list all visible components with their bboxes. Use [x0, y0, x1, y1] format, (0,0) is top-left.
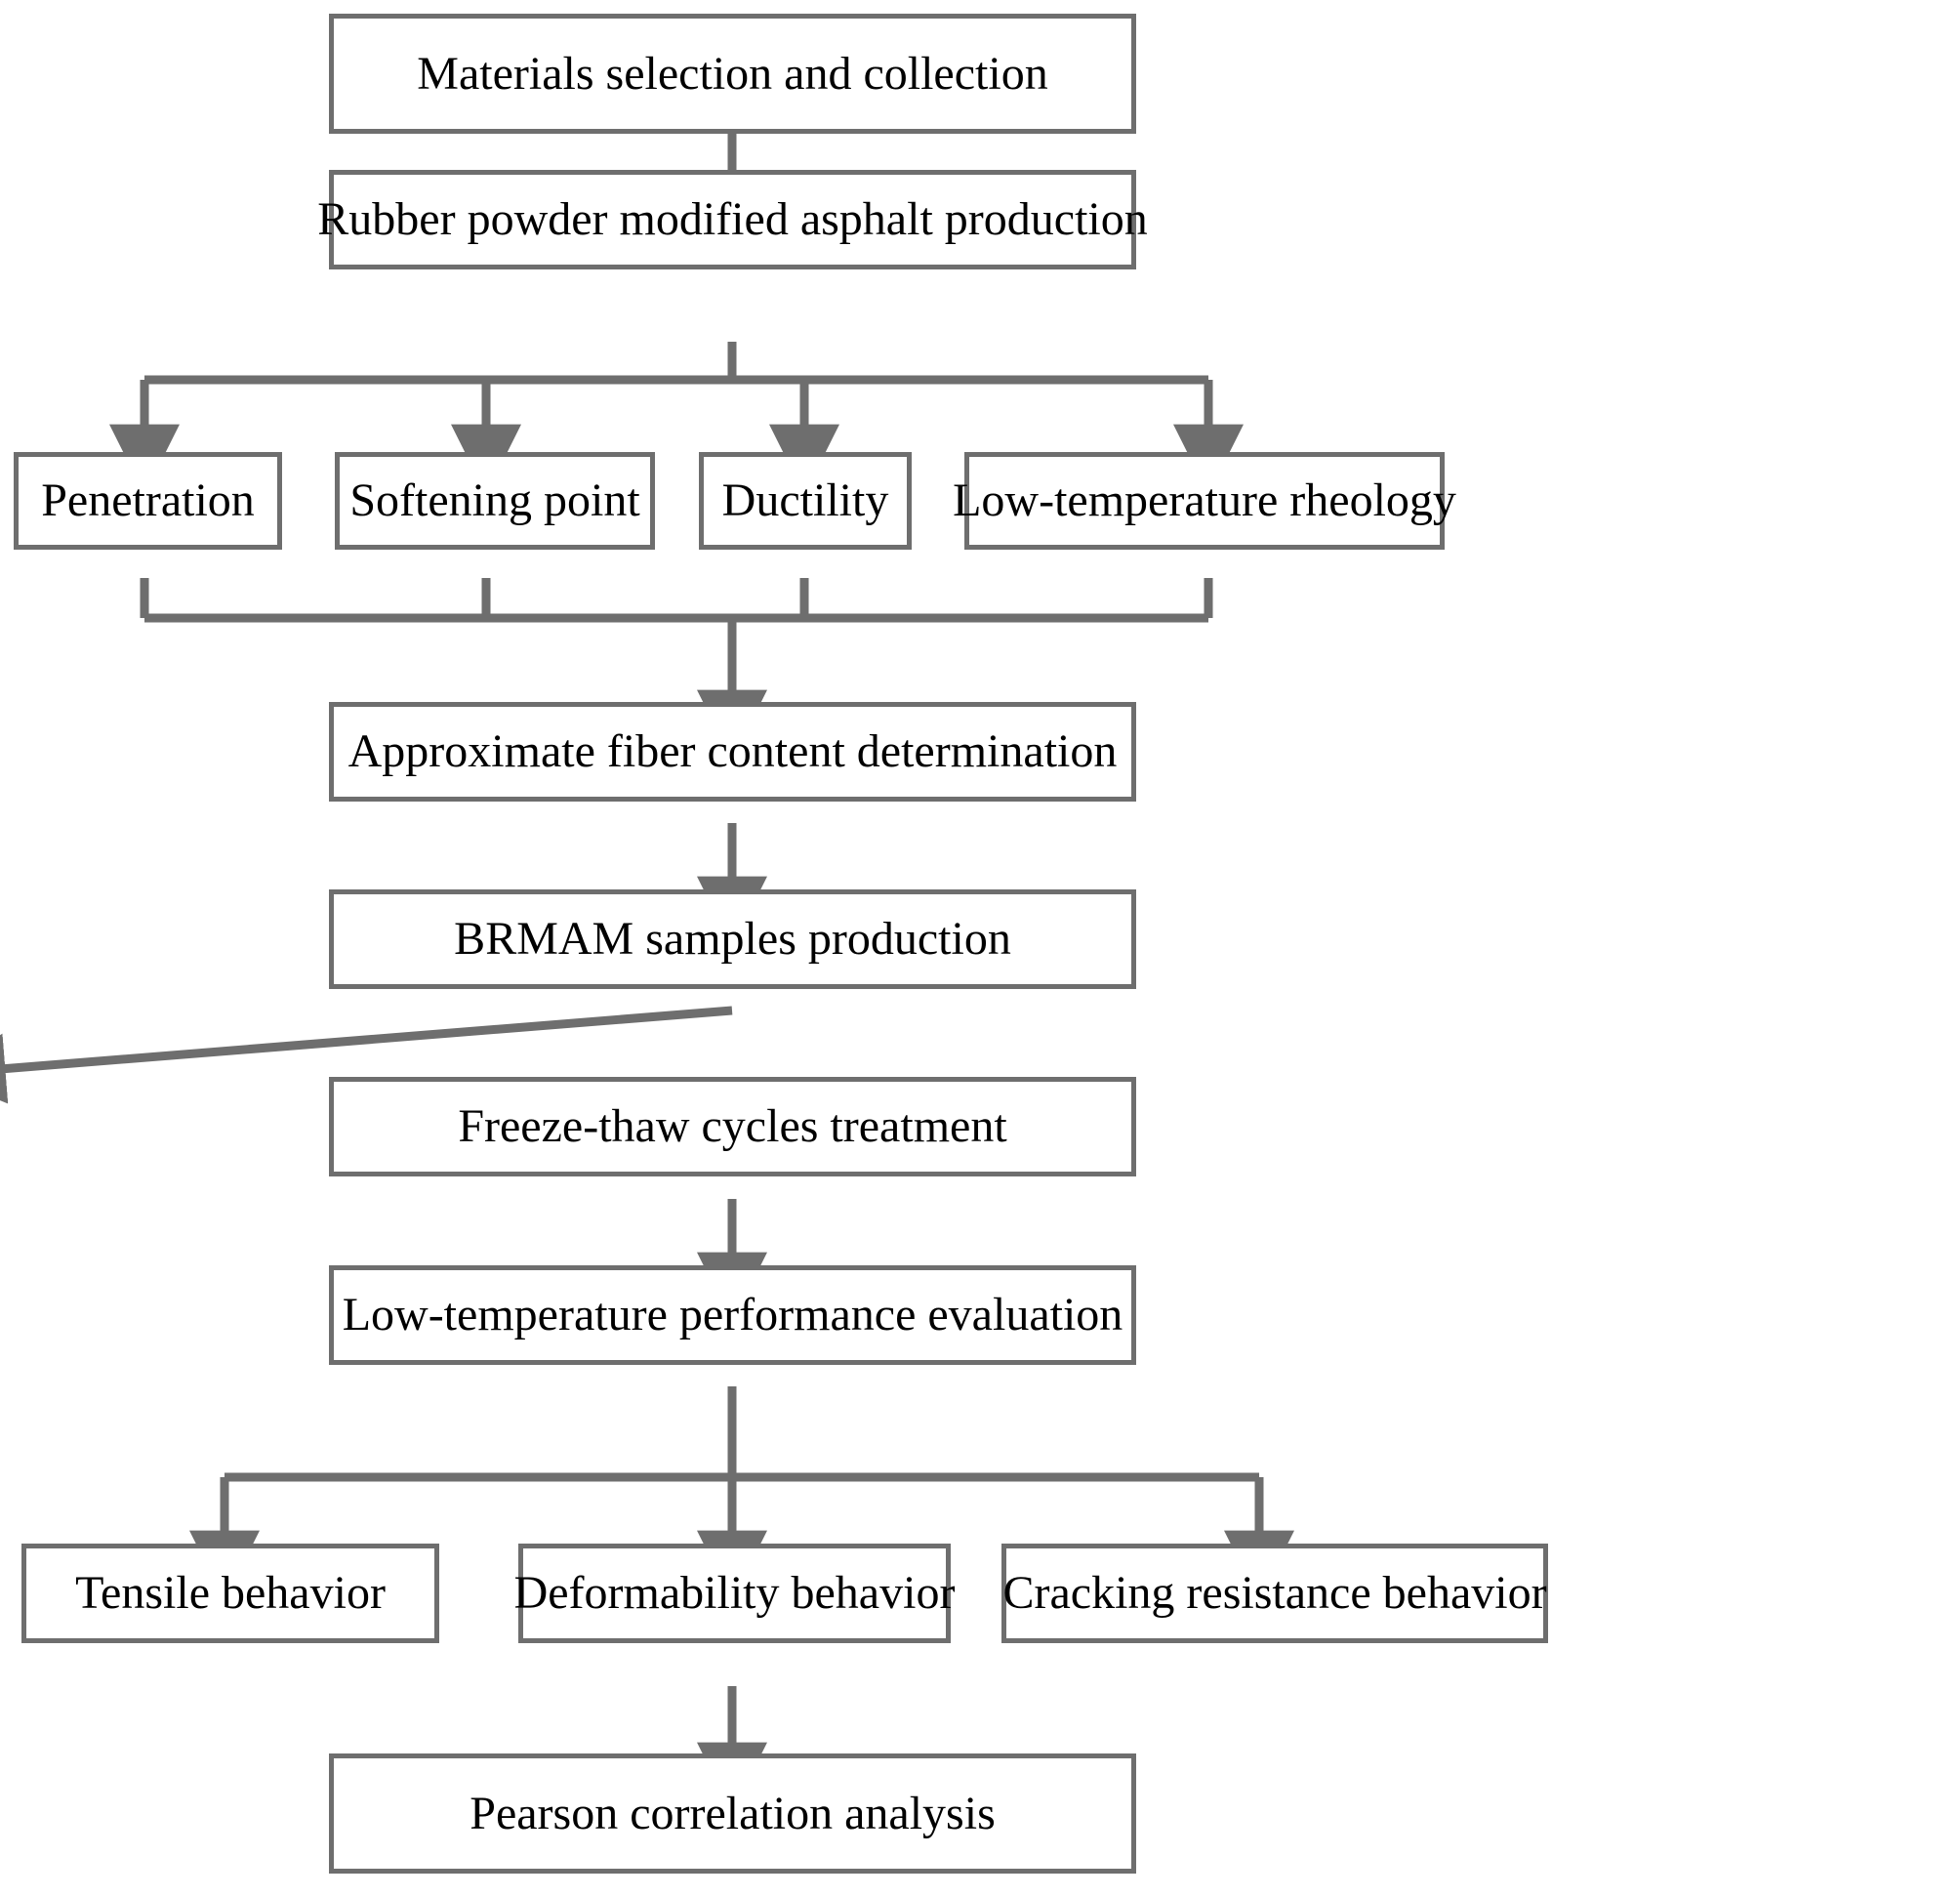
node-label: Cracking resistance behavior [1002, 1567, 1547, 1620]
node-ductility[interactable]: Ductility [699, 452, 912, 550]
node-label: Rubber powder modified asphalt productio… [317, 193, 1148, 246]
edge-lowtempeval-split [189, 1386, 1294, 1601]
node-label: Ductility [721, 474, 889, 527]
node-softening-point[interactable]: Softening point [335, 452, 655, 550]
node-pearson-correlation-analysis[interactable]: Pearson correlation analysis [329, 1753, 1136, 1874]
node-label: Approximate fiber content determination [347, 725, 1118, 778]
edge-production-split [109, 342, 1244, 495]
node-fiber-content-determination[interactable]: Approximate fiber content determination [329, 702, 1136, 802]
node-label: Low-temperature performance evaluation [342, 1289, 1123, 1341]
node-materials-selection[interactable]: Materials selection and collection [329, 14, 1136, 134]
node-label: Freeze-thaw cycles treatment [458, 1100, 1007, 1153]
node-tensile-behavior[interactable]: Tensile behavior [21, 1544, 439, 1643]
node-label: Tensile behavior [75, 1567, 386, 1620]
node-label: Penetration [41, 474, 255, 527]
node-label: Softening point [349, 474, 640, 527]
node-asphalt-production[interactable]: Rubber powder modified asphalt productio… [317, 170, 1148, 269]
node-brmam-samples-production[interactable]: BRMAM samples production [329, 889, 1136, 989]
node-label: Low-temperature rheology [953, 474, 1456, 527]
edge-brmam-to-freezethaw [0, 1006, 733, 1104]
node-label: Materials selection and collection [417, 47, 1048, 100]
node-label: BRMAM samples production [454, 913, 1011, 966]
node-label: Deformability behavior [513, 1567, 956, 1620]
node-low-temperature-rheology[interactable]: Low-temperature rheology [953, 452, 1456, 550]
node-cracking-resistance-behavior[interactable]: Cracking resistance behavior [1001, 1544, 1548, 1643]
node-freeze-thaw-cycles[interactable]: Freeze-thaw cycles treatment [329, 1077, 1136, 1176]
node-penetration[interactable]: Penetration [14, 452, 282, 550]
node-low-temperature-performance-evaluation[interactable]: Low-temperature performance evaluation [329, 1265, 1136, 1365]
edge-tests-merge-to-fiber [140, 578, 1213, 761]
node-label: Pearson correlation analysis [470, 1787, 996, 1839]
node-deformability-behavior[interactable]: Deformability behavior [514, 1544, 955, 1643]
